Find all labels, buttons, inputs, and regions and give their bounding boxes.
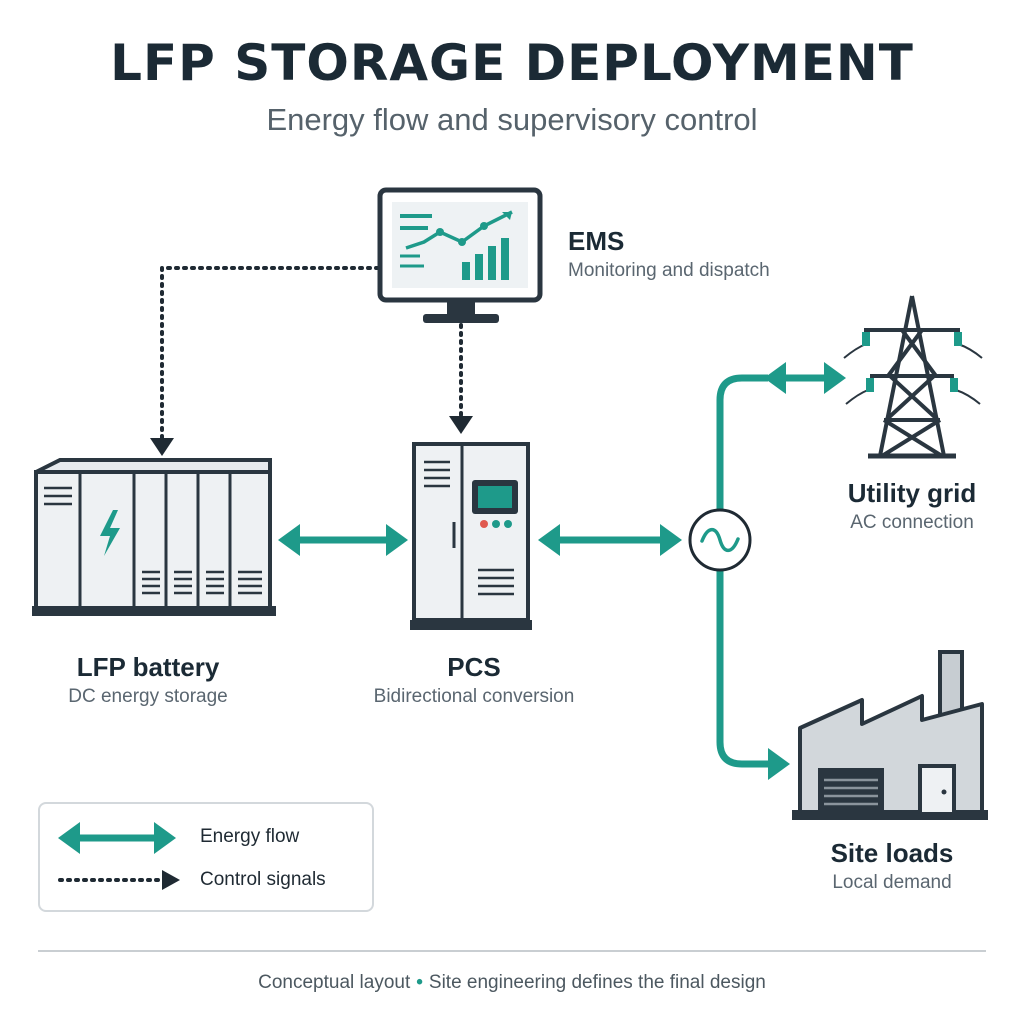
control-signal-ems-to-pcs	[449, 323, 473, 434]
energy-flow-battery-pcs	[278, 524, 408, 556]
grid-title: Utility grid	[847, 478, 977, 508]
footer-note-right: Site engineering defines the final desig…	[428, 972, 766, 993]
loads-subtitle: Local demand	[832, 872, 952, 893]
footer-divider	[38, 950, 986, 952]
loads-title: Site loads	[830, 838, 954, 868]
battery-container-icon	[32, 458, 276, 616]
footer-note: Conceptual layout•Site engineering defin…	[0, 972, 1024, 994]
battery-subtitle: DC energy storage	[68, 686, 228, 707]
legend-energy-flow-label: Energy flow	[200, 826, 300, 847]
ac-sine-icon	[688, 508, 752, 572]
legend-energy-flow-swatch	[58, 822, 176, 854]
legend-control-signals-label: Control signals	[200, 869, 326, 890]
page-subtitle: Energy flow and supervisory control	[266, 102, 758, 137]
battery-title: LFP battery	[76, 652, 220, 682]
energy-flow-loads	[768, 748, 790, 780]
footer-bullet: •	[416, 972, 423, 993]
grid-subtitle: AC connection	[850, 512, 974, 533]
monitor-chart-icon	[377, 187, 543, 323]
ems-title: EMS	[568, 226, 625, 256]
page-title: LFP STORAGE DEPLOYMENT	[110, 34, 914, 92]
energy-flow-pcs-acbus	[538, 524, 682, 556]
control-signal-ems-to-battery	[150, 266, 380, 456]
pcs-title: PCS	[447, 652, 501, 682]
legend-control-signal-swatch	[58, 870, 180, 890]
ems-subtitle: Monitoring and dispatch	[568, 260, 770, 281]
footer-note-left: Conceptual layout	[258, 972, 411, 993]
energy-flow-grid	[764, 362, 846, 394]
transmission-tower-icon	[843, 295, 983, 459]
pcs-subtitle: Bidirectional conversion	[373, 686, 575, 707]
factory-icon	[792, 650, 988, 820]
legend-box	[38, 802, 374, 912]
energy-flow-bus-trunk	[716, 374, 772, 768]
inverter-cabinet-icon	[410, 442, 532, 630]
